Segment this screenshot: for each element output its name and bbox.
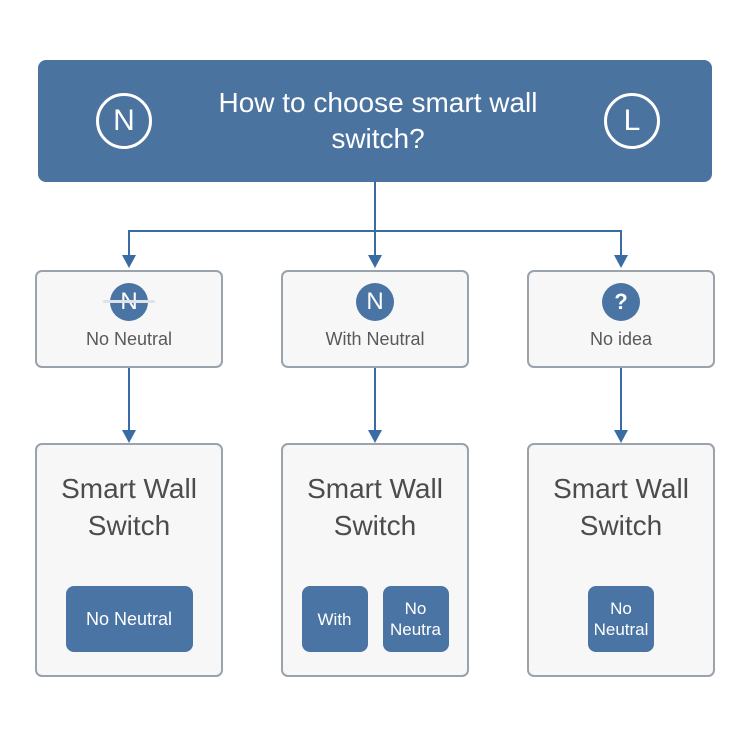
result-button-row: No Neutral (37, 586, 221, 652)
branch-label: No Neutral (85, 329, 173, 349)
page-title-line2: switch? (331, 123, 425, 154)
header-banner: N How to choose smart wall switch? L (38, 60, 712, 182)
branch-label: No idea (589, 329, 653, 349)
branch-card-no-neutral: N No Neutral (35, 270, 223, 368)
arrow-down-icon (368, 430, 382, 443)
result-title: Smart Wall Switch (283, 470, 467, 544)
branch-card-with-neutral: N With Neutral (281, 270, 469, 368)
result-button-row: No Neutral (529, 586, 713, 652)
result-button-row: With No Neutra (283, 586, 467, 652)
no-neutral-button: No Neutral (588, 586, 654, 652)
live-wire-letter: L (623, 104, 641, 137)
neutral-wire-letter: N (113, 104, 135, 137)
arrow-down-icon (614, 255, 628, 268)
arrow-down-icon (368, 255, 382, 268)
result-card-no-idea: Smart Wall Switch No Neutral (527, 443, 715, 677)
branch-label: With Neutral (325, 329, 425, 349)
connector-stub-right (620, 230, 622, 256)
page-title: How to choose smart wall switch? (152, 85, 604, 157)
question-icon-glyph: ? (614, 289, 628, 314)
live-wire-icon: L (604, 93, 660, 149)
connector-stub-left (128, 230, 130, 256)
result-title-line2: Switch (87, 510, 171, 541)
result-title-line2: Switch (579, 510, 663, 541)
no-neutral-icon: N (103, 283, 155, 321)
neutral-icon: N (356, 283, 394, 321)
result-title-line1: Smart Wall (307, 473, 443, 504)
branch-card-no-idea: ? No idea (527, 270, 715, 368)
question-icon: ? (602, 283, 640, 321)
result-title: Smart Wall Switch (37, 470, 221, 544)
neutral-icon-letter: N (366, 288, 384, 315)
connector-drop-left (128, 368, 130, 430)
result-title-line2: Switch (333, 510, 417, 541)
arrow-down-icon (614, 430, 628, 443)
arrow-down-icon (122, 430, 136, 443)
arrow-down-icon (122, 255, 136, 268)
connector-drop-right (620, 368, 622, 430)
result-title-line1: Smart Wall (61, 473, 197, 504)
result-card-no-neutral: Smart Wall Switch No Neutral (35, 443, 223, 677)
result-title: Smart Wall Switch (529, 470, 713, 544)
connector-drop-middle (374, 368, 376, 430)
no-neutral-button: No Neutra (382, 586, 449, 652)
connector-trunk (374, 181, 376, 256)
no-neutral-button: No Neutral (65, 586, 193, 652)
no-neutral-icon-strike (103, 300, 155, 303)
result-card-with-neutral: Smart Wall Switch With No Neutra (281, 443, 469, 677)
neutral-wire-icon: N (96, 93, 152, 149)
result-title-line1: Smart Wall (553, 473, 689, 504)
connector-crossbar (128, 230, 622, 232)
with-button: With (301, 586, 368, 652)
page-title-line1: How to choose smart wall (218, 87, 538, 118)
